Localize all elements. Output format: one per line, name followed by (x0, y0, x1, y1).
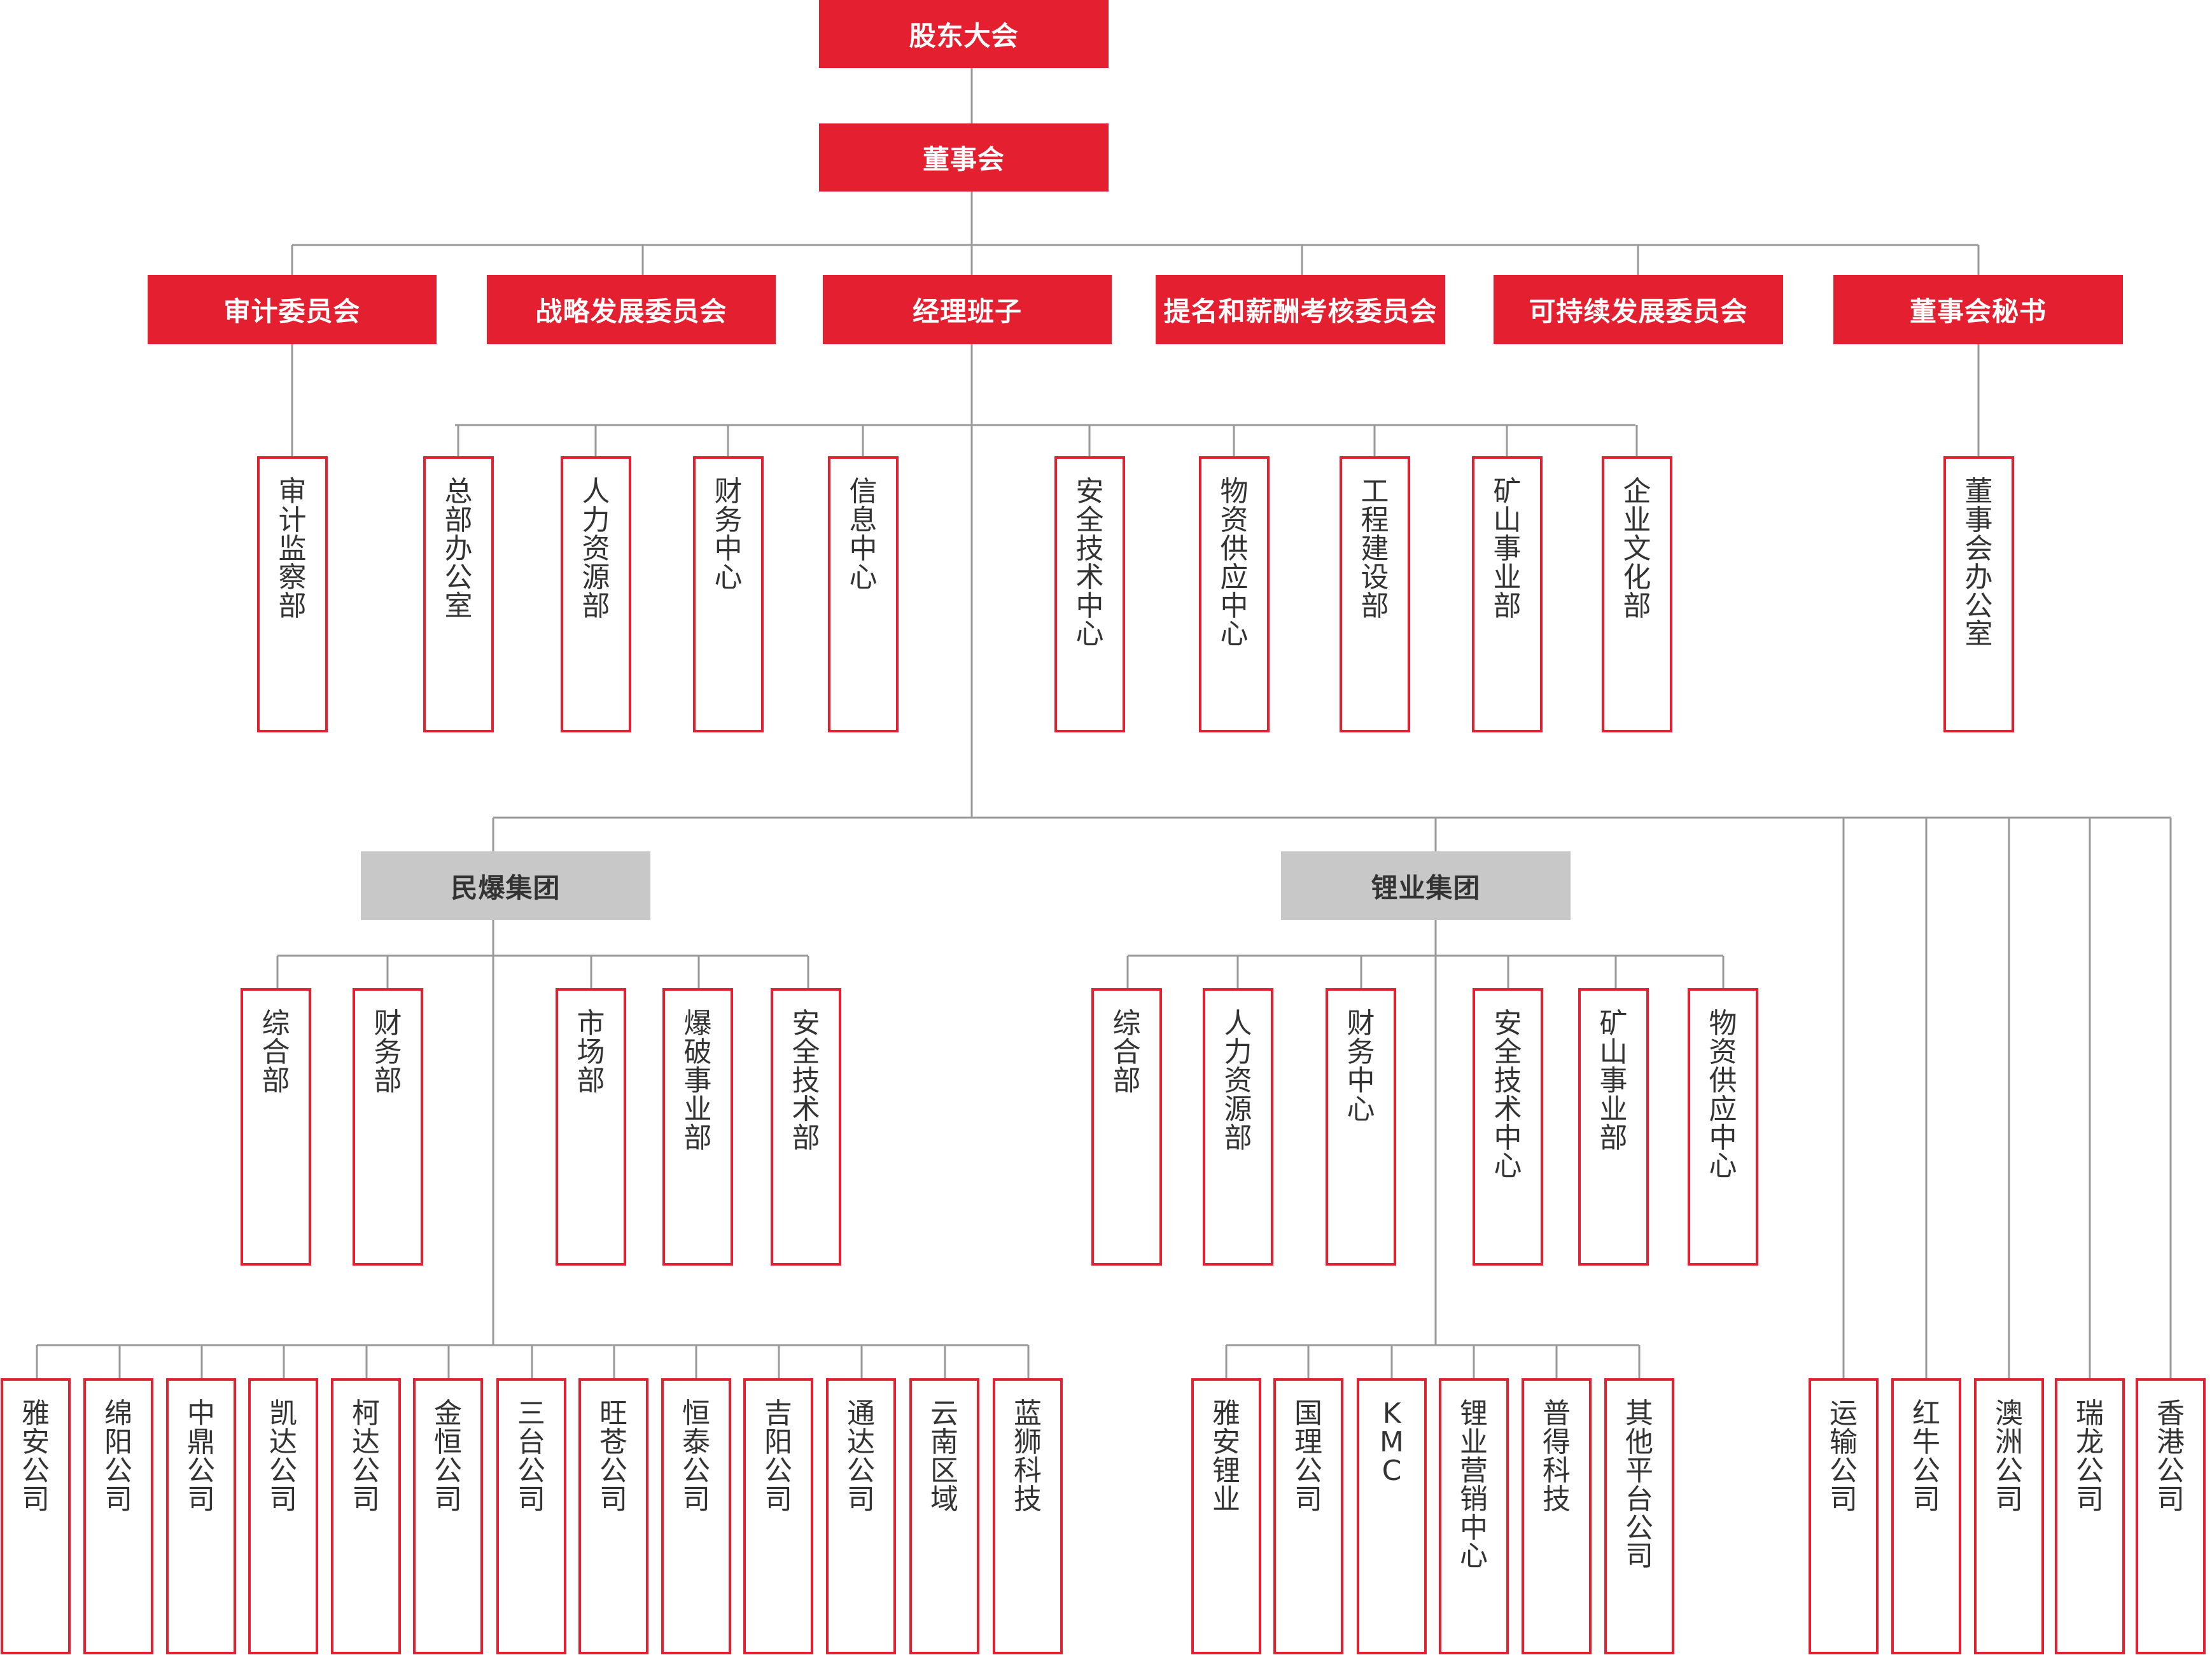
lithium-dept-hr: 人力资源部 (1203, 988, 1273, 1266)
minbao-company-yunnan: 云南区域 (909, 1378, 979, 1654)
lithium-dept-finance: 财务中心 (1326, 988, 1396, 1266)
lithium-dept-supply: 物资供应中心 (1688, 988, 1758, 1266)
lithium-group-box: 锂业集团 (1281, 851, 1571, 920)
lithium-company-other-platform: 其他平台公司 (1604, 1378, 1674, 1654)
audit-committee-box: 审计委员会 (148, 275, 437, 344)
lithium-group-label: 锂业集团 (1371, 872, 1481, 904)
hq-dept-info: 信息中心 (828, 456, 899, 732)
hq-dept-general-office: 总部办公室 (423, 456, 494, 732)
board-secretary-label: 董事会秘书 (1909, 296, 2047, 327)
board-box: 董事会 (819, 123, 1109, 192)
minbao-dept-safety: 安全技术部 (771, 988, 841, 1266)
lithium-dept-mining: 矿山事业部 (1578, 988, 1649, 1266)
other-company-hongkong: 香港公司 (2136, 1378, 2206, 1654)
minbao-company-yaan: 雅安公司 (1, 1378, 71, 1654)
minbao-company-jiyang: 吉阳公司 (743, 1378, 813, 1654)
hq-dept-culture: 企业文化部 (1602, 456, 1672, 732)
other-company-hongniu: 红牛公司 (1891, 1378, 1961, 1654)
minbao-company-hengtai: 恒泰公司 (661, 1378, 731, 1654)
nomination-committee-label: 提名和薪酬考核委员会 (1163, 296, 1438, 327)
minbao-company-santai: 三台公司 (496, 1378, 566, 1654)
shareholders-label: 股东大会 (909, 20, 1019, 52)
minbao-company-lanshi: 蓝狮科技 (993, 1378, 1063, 1654)
minbao-dept-blasting: 爆破事业部 (662, 988, 733, 1266)
hq-dept-mining: 矿山事业部 (1472, 456, 1543, 732)
minbao-company-keda: 柯达公司 (331, 1378, 401, 1654)
hq-dept-engineering: 工程建设部 (1340, 456, 1410, 732)
hq-dept-safety: 安全技术中心 (1054, 456, 1125, 732)
hq-dept-supply: 物资供应中心 (1199, 456, 1270, 732)
minbao-company-jinheng: 金恒公司 (413, 1378, 483, 1654)
hq-dept-hr: 人力资源部 (561, 456, 631, 732)
minbao-group-label: 民爆集团 (451, 872, 561, 904)
nomination-committee-box: 提名和薪酬考核委员会 (1156, 275, 1445, 344)
other-company-australia: 澳洲公司 (1974, 1378, 2044, 1654)
hq-dept-audit: 审计监察部 (257, 456, 328, 732)
management-team-label: 经理班子 (912, 296, 1022, 327)
shareholders-box: 股东大会 (819, 0, 1109, 68)
minbao-company-mianyang: 绵阳公司 (83, 1378, 153, 1654)
board-label: 董事会 (922, 144, 1005, 175)
management-team-box: 经理班子 (823, 275, 1112, 344)
minbao-group-box: 民爆集团 (361, 851, 650, 920)
lithium-company-yaan: 雅安锂业 (1191, 1378, 1261, 1654)
hq-dept-finance: 财务中心 (693, 456, 764, 732)
lithium-dept-safety: 安全技术中心 (1473, 988, 1543, 1266)
sustainability-committee-box: 可持续发展委员会 (1494, 275, 1783, 344)
strategy-committee-box: 战略发展委员会 (487, 275, 776, 344)
lithium-company-guoli: 国理公司 (1273, 1378, 1343, 1654)
hq-dept-board-office: 董事会办公室 (1943, 456, 2014, 732)
minbao-dept-finance: 财务部 (353, 988, 423, 1266)
other-company-transport: 运输公司 (1809, 1378, 1879, 1654)
lithium-company-kmc: KMC (1357, 1378, 1427, 1654)
minbao-company-wangcang: 旺苍公司 (578, 1378, 648, 1654)
board-secretary-box: 董事会秘书 (1833, 275, 2123, 344)
lithium-company-pude: 普得科技 (1522, 1378, 1592, 1654)
lithium-company-marketing: 锂业营销中心 (1439, 1378, 1509, 1654)
strategy-committee-label: 战略发展委员会 (535, 296, 727, 327)
minbao-company-zhongding: 中鼎公司 (166, 1378, 236, 1654)
minbao-dept-market: 市场部 (556, 988, 626, 1266)
audit-committee-label: 审计委员会 (223, 296, 361, 327)
lithium-dept-general: 综合部 (1091, 988, 1162, 1266)
other-company-ruilong: 瑞龙公司 (2055, 1378, 2125, 1654)
minbao-dept-general: 综合部 (241, 988, 311, 1266)
minbao-company-tongda: 通达公司 (826, 1378, 896, 1654)
minbao-company-kaida: 凯达公司 (248, 1378, 318, 1654)
sustainability-committee-label: 可持续发展委员会 (1529, 296, 1748, 327)
